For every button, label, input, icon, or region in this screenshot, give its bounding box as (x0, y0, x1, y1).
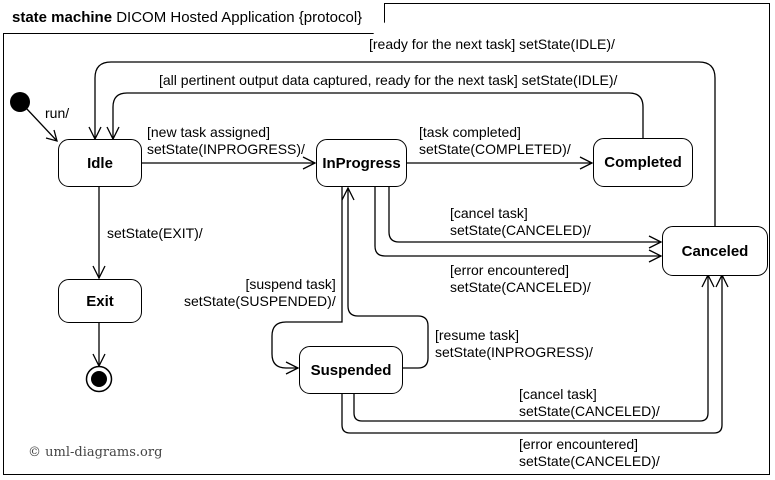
guard: [cancel task] (519, 386, 597, 402)
state-exit-label: Exit (86, 292, 114, 310)
label-canceled-idle: [ready for the next task] setState(IDLE)… (369, 36, 615, 52)
initial-pseudostate (10, 92, 30, 112)
arrowhead (45, 129, 58, 142)
arrowhead (648, 235, 663, 249)
label-suspended-cancel: [cancel task] setState(CANCELED)/ (519, 386, 660, 420)
arrowhead (92, 265, 106, 280)
edge-inprogress-cancel (388, 187, 661, 243)
guard: [task completed] (419, 124, 521, 140)
edge-resume (347, 188, 429, 369)
frame-name: DICOM Hosted Application {protocol} (116, 9, 363, 26)
label-initial: run/ (45, 105, 70, 121)
state-idle: Idle (58, 139, 142, 187)
effect: setState(CANCELED)/ (450, 222, 591, 238)
state-suspended: Suspended (299, 346, 403, 394)
state-canceled: Canceled (662, 226, 768, 276)
label-idle-inprogress: [new task assigned] setState(INPROGRESS)… (147, 124, 305, 158)
arrowhead (285, 361, 300, 375)
effect: setState(INPROGRESS)/ (435, 344, 593, 360)
diagram-frame (3, 3, 770, 475)
effect: setState(SUSPENDED)/ (184, 293, 336, 309)
edge-suspend (271, 187, 343, 369)
effect: setState(COMPLETED)/ (419, 141, 571, 157)
guard: [suspend task] (245, 276, 336, 292)
state-completed: Completed (593, 138, 693, 187)
guard: [cancel task] (450, 205, 528, 221)
label-suspend: [suspend task] setState(SUSPENDED)/ (184, 276, 336, 310)
edge-completed-idle (112, 92, 644, 139)
label-idle-exit: setState(EXIT)/ (107, 225, 203, 241)
guard: [error encountered] (519, 436, 639, 452)
arrowhead (341, 186, 355, 201)
label-inprogress-error: [error encountered] setState(CANCELED)/ (450, 262, 591, 296)
state-canceled-label: Canceled (681, 242, 749, 260)
arrowhead (648, 249, 663, 263)
label-resume: [resume task] setState(INPROGRESS)/ (435, 327, 593, 361)
label-inprogress-completed: [task completed] setState(COMPLETED)/ (419, 124, 571, 158)
effect: setState(CANCELED)/ (519, 403, 660, 419)
label-inprogress-cancel: [cancel task] setState(CANCELED)/ (450, 205, 591, 239)
effect: setState(CANCELED)/ (519, 453, 660, 469)
effect: setState(INPROGRESS)/ (147, 141, 305, 157)
edge-canceled-idle (94, 61, 716, 227)
state-exit: Exit (58, 279, 142, 323)
label-completed-idle: [all pertinent output data captured, rea… (159, 72, 618, 88)
state-completed-label: Completed (604, 154, 682, 171)
edge-inprogress-error (374, 187, 661, 257)
effect: setState(CANCELED)/ (450, 279, 591, 295)
state-inprogress-label: InProgress (322, 154, 401, 172)
watermark: © uml-diagrams.org (28, 445, 163, 460)
guard: [new task assigned] (147, 124, 270, 140)
guard: [error encountered] (450, 262, 570, 278)
arrowhead (302, 156, 317, 170)
guard: [resume task] (435, 327, 520, 343)
frame-title: state machine DICOM Hosted Application {… (3, 3, 385, 34)
frame-keyword: state machine (12, 9, 113, 26)
arrowhead (579, 156, 594, 170)
state-suspended-label: Suspended (310, 361, 392, 379)
label-suspended-error: [error encountered] setState(CANCELED)/ (519, 436, 660, 470)
edge-suspended-cancel (353, 275, 709, 422)
edge-suspended-error (341, 275, 723, 434)
final-state-inner (91, 371, 107, 387)
state-idle-label: Idle (87, 154, 113, 172)
state-inprogress: InProgress (316, 139, 407, 187)
edge-initial (25, 107, 58, 142)
